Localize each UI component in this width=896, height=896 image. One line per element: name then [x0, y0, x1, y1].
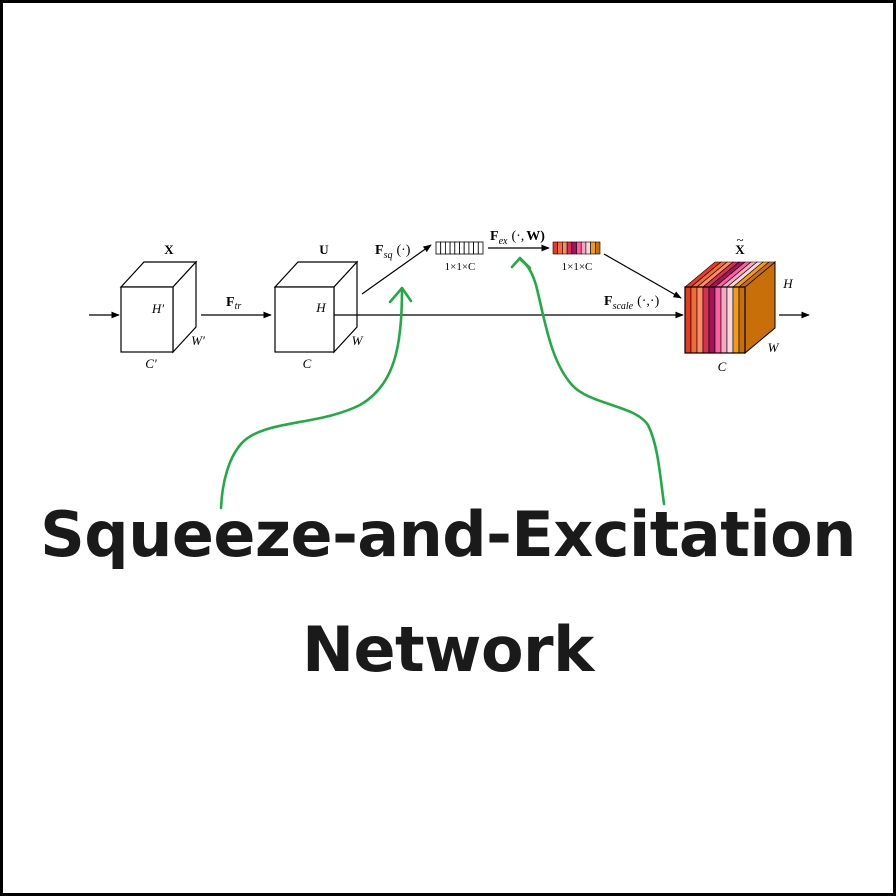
output-w-label: W	[768, 340, 780, 355]
excitation-cell	[594, 241, 601, 255]
fscale-label: Fscale(·,·)	[604, 294, 660, 312]
squeeze-cell	[468, 241, 474, 255]
squeeze-cell	[440, 241, 446, 255]
squeeze-vector	[435, 241, 484, 255]
output-channel-slice	[702, 286, 710, 354]
output-channel-slice	[726, 286, 734, 354]
feature-map-u	[273, 260, 359, 354]
fex-label: Fex(·,W)	[490, 229, 545, 247]
excitation-cell	[571, 241, 577, 255]
excitation-cell	[552, 241, 558, 255]
annotation-arrow-squeeze	[219, 286, 413, 510]
input-tensor-x	[119, 260, 198, 354]
title-line-1: Squeeze-and-Excitation	[40, 498, 856, 571]
output-channel-slice	[708, 286, 716, 354]
output-channel-slice	[696, 286, 704, 354]
excitation-cell	[585, 241, 591, 255]
output-tensor-x-tilde	[684, 260, 776, 355]
output-channel-slice	[720, 286, 728, 354]
squeeze-cell	[449, 241, 456, 255]
input-x-label: X	[164, 242, 174, 257]
fsq-arrow	[361, 244, 432, 295]
input-h-label: H′	[151, 301, 164, 316]
input-c-label: C′	[145, 356, 157, 371]
output-channel-slice	[684, 286, 692, 354]
output-h-label: H	[782, 276, 793, 291]
u-h-label: H	[315, 300, 326, 315]
excite-dims-label: 1×1×C	[562, 261, 593, 273]
excitation-vector	[552, 241, 601, 255]
output-tilde-label: ~	[736, 232, 743, 247]
u-c-label: C	[303, 356, 312, 371]
excitation-cell	[580, 241, 587, 255]
squeeze-cell	[444, 241, 451, 255]
excitation-cell	[562, 241, 568, 255]
title-line-2: Network	[302, 613, 594, 686]
excite-to-output-arrow	[603, 253, 682, 299]
output-c-label: C	[718, 359, 727, 374]
squeeze-cell	[463, 241, 470, 255]
fsq-label: Fsq(·)	[375, 243, 411, 261]
input-w-label: W′	[191, 333, 205, 348]
annotation-arrow-excitation	[510, 256, 666, 506]
output-channel-slice	[690, 286, 698, 354]
ftr-label: Ftr	[226, 295, 241, 312]
squeeze-cell	[435, 241, 442, 255]
output-channel-slice	[738, 286, 746, 354]
output-channel-slice	[714, 286, 722, 354]
squeeze-cell	[473, 241, 479, 255]
output-x-label: X	[735, 242, 745, 257]
u-w-label: W	[352, 333, 364, 348]
excitation-cell	[557, 241, 563, 255]
excitation-cell	[566, 241, 573, 255]
squeeze-cell	[454, 241, 460, 255]
excitation-cell	[590, 241, 596, 255]
squeeze-cell	[477, 241, 484, 255]
squeeze-dims-label: 1×1×C	[445, 261, 476, 273]
u-label: U	[319, 242, 329, 257]
excitation-cell	[576, 241, 582, 255]
output-channel-slice	[732, 286, 740, 354]
squeeze-cell	[459, 241, 465, 255]
output-front-outline	[684, 286, 746, 354]
